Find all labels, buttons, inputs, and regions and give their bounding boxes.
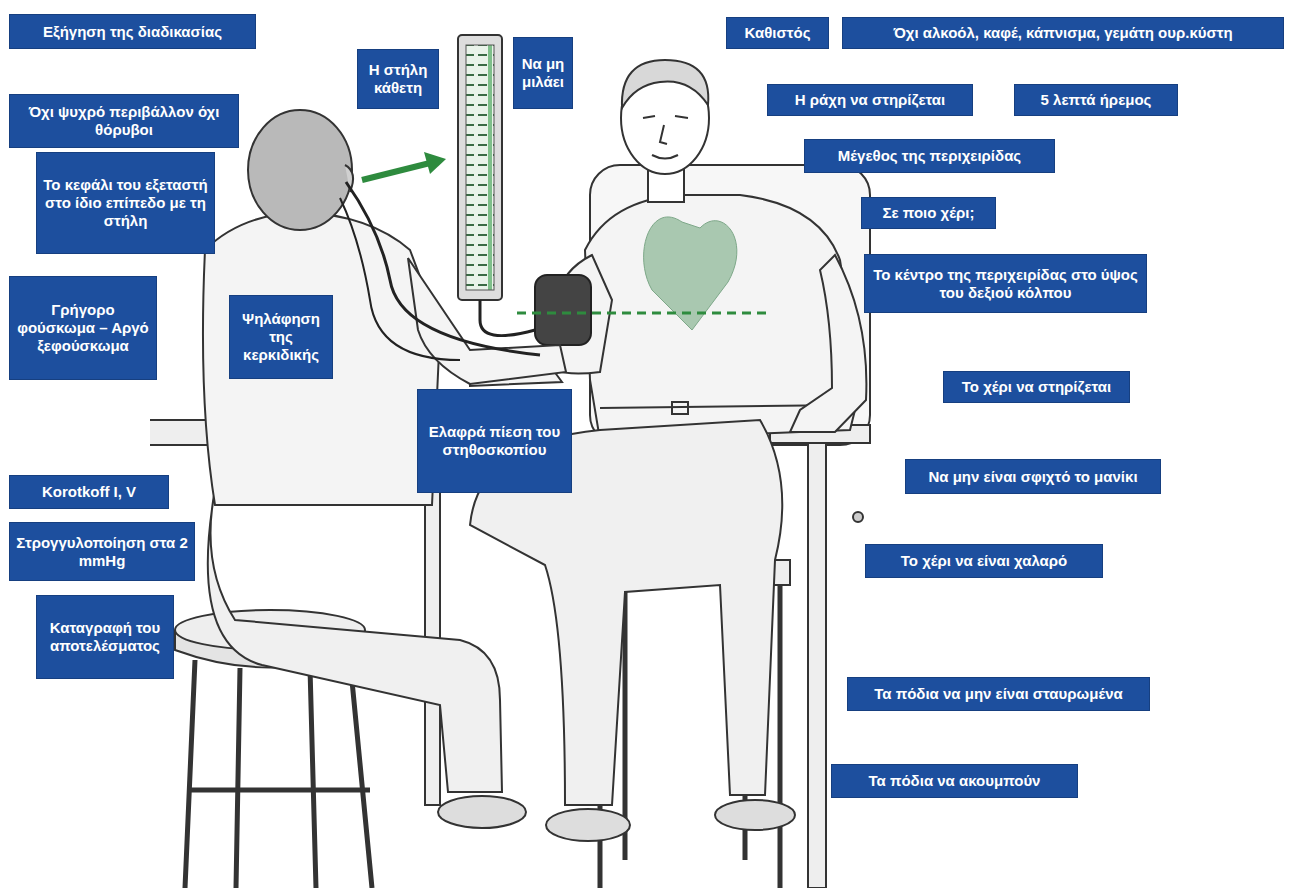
note-box: Korotkoff I, V bbox=[10, 476, 168, 508]
column-scale bbox=[466, 45, 494, 290]
stethoscope bbox=[346, 182, 540, 355]
patient-arm bbox=[790, 255, 866, 432]
table-leg bbox=[808, 443, 826, 888]
shoe bbox=[438, 796, 526, 828]
patient-hair bbox=[622, 60, 708, 108]
note-box: Το κέντρο της περιχειρίδας στο ύψος του … bbox=[865, 255, 1146, 312]
note-text: Εξήγηση της διαδικασίας bbox=[43, 23, 222, 41]
note-box: Ελαφρά πίεση του στηθοσκοπίου bbox=[418, 390, 571, 492]
note-text: Το χέρι να στηρίζεται bbox=[962, 378, 1111, 396]
note-text: Να μην είναι σφιχτό το μανίκι bbox=[928, 468, 1137, 486]
note-box: Όχι ψυχρό περιβάλλον όχι θόρυβοι bbox=[10, 95, 238, 147]
belt-buckle bbox=[672, 402, 688, 414]
note-text: Στρογγυλοποίηση στα 2 mmHg bbox=[16, 534, 188, 570]
note-text: 5 λεπτά ήρεμος bbox=[1041, 91, 1152, 109]
note-box: 5 λεπτά ήρεμος bbox=[1015, 85, 1177, 115]
column-tube bbox=[480, 300, 535, 336]
examiner-legs bbox=[208, 490, 502, 792]
note-text: Όχι ψυχρό περιβάλλον όχι θόρυβοι bbox=[16, 103, 232, 139]
note-text: Korotkoff I, V bbox=[42, 483, 136, 501]
note-text: Καθιστός bbox=[745, 24, 811, 42]
note-box: Το χέρι να είναι χαλαρό bbox=[866, 545, 1102, 577]
note-box: Καταγραφή του αποτελέσματος bbox=[37, 596, 173, 678]
note-box: Το κεφάλι του εξεταστή στο ίδιο επίπεδο … bbox=[37, 153, 214, 253]
note-text: Το κέντρο της περιχειρίδας στο ύψος του … bbox=[871, 266, 1140, 302]
note-box: Ψηλάφηση της κερκιδικής bbox=[230, 296, 332, 378]
note-text: Τα πόδια να ακουμπούν bbox=[869, 772, 1041, 790]
note-text: Σε ποιο χέρι; bbox=[883, 204, 975, 222]
note-text: Μέγεθος της περιχειρίδας bbox=[838, 147, 1021, 165]
note-box: Μέγεθος της περιχειρίδας bbox=[805, 140, 1054, 172]
note-box: Σε ποιο χέρι; bbox=[862, 198, 995, 228]
note-text: Τα πόδια να μην είναι σταυρωμένα bbox=[874, 685, 1122, 703]
note-text: Το χέρι να είναι χαλαρό bbox=[901, 552, 1067, 570]
table-knob bbox=[853, 512, 863, 522]
note-box: Όχι αλκοόλ, καφέ, κάπνισμα, γεμάτη ουρ.κ… bbox=[843, 18, 1283, 48]
note-text: Καταγραφή του αποτελέσματος bbox=[43, 619, 167, 655]
note-box: Τα πόδια να ακουμπούν bbox=[832, 765, 1077, 797]
shoe bbox=[546, 809, 630, 841]
note-text: Η ράχη να στηρίζεται bbox=[795, 91, 945, 109]
note-text: Ελαφρά πίεση του στηθοσκοπίου bbox=[424, 423, 565, 459]
note-text: Η στήλη κάθετη bbox=[364, 61, 432, 97]
shoe bbox=[715, 800, 795, 830]
face bbox=[643, 116, 688, 159]
level-line bbox=[517, 312, 768, 315]
note-box: Να μη μιλάει bbox=[514, 38, 572, 108]
stethoscope-tube bbox=[340, 198, 460, 360]
note-box: Εξήγηση της διαδικασίας bbox=[10, 15, 255, 48]
examiner-head bbox=[248, 110, 352, 230]
arrow-head bbox=[424, 152, 446, 174]
sight-arrow bbox=[362, 163, 430, 180]
mercury-column bbox=[458, 35, 502, 300]
note-box: Καθιστός bbox=[727, 18, 828, 48]
note-box: Η ράχη να στηρίζεται bbox=[768, 85, 972, 115]
note-text: Να μη μιλάει bbox=[520, 55, 566, 91]
note-box: Τα πόδια να μην είναι σταυρωμένα bbox=[848, 678, 1149, 710]
examiner-torso bbox=[203, 212, 440, 505]
note-text: Ψηλάφηση της κερκιδικής bbox=[236, 310, 326, 364]
note-box: Γρήγορο φούσκωμα – Αργό ξεφούσκωμα bbox=[10, 277, 156, 379]
note-text: Γρήγορο φούσκωμα – Αργό ξεφούσκωμα bbox=[16, 301, 150, 355]
cuff bbox=[535, 275, 591, 345]
note-text: Το κεφάλι του εξεταστή στο ίδιο επίπεδο … bbox=[43, 176, 208, 230]
note-box: Η στήλη κάθετη bbox=[358, 50, 438, 108]
stool-legs bbox=[185, 660, 372, 888]
note-box: Το χέρι να στηρίζεται bbox=[944, 372, 1129, 402]
note-box: Να μην είναι σφιχτό το μανίκι bbox=[906, 460, 1160, 493]
note-box: Στρογγυλοποίηση στα 2 mmHg bbox=[10, 523, 194, 580]
note-text: Όχι αλκοόλ, καφέ, κάπνισμα, γεμάτη ουρ.κ… bbox=[893, 24, 1232, 42]
